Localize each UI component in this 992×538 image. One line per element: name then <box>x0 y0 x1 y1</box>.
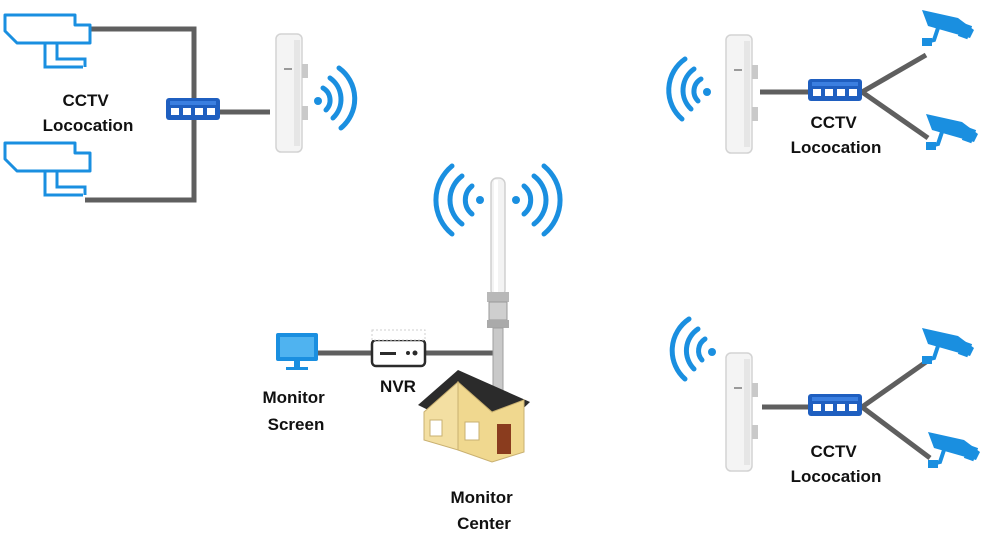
cctv-camera-icon <box>920 8 976 48</box>
network-switch-icon <box>808 79 862 101</box>
monitor-icon <box>276 333 318 370</box>
cctv-location-label: CCTV Lococation <box>791 442 882 486</box>
house-icon <box>418 370 530 463</box>
network-switch-icon <box>808 394 862 416</box>
omni-antenna-icon <box>487 177 509 399</box>
cctv-camera-icon <box>926 430 982 470</box>
cctv-camera-icon <box>924 112 980 152</box>
nvr-label: NVR <box>380 377 416 396</box>
cctv-camera-icon <box>3 13 92 69</box>
cctv-camera-icon <box>3 141 92 197</box>
wireless-bridge-icon <box>275 33 309 153</box>
cctv-location-label: CCTV Lococation <box>43 91 134 135</box>
wireless-bridge-icon <box>725 352 759 472</box>
monitor-center-label: Monitor Center <box>450 488 517 533</box>
cctv-location-label: CCTV Lococation <box>791 113 882 157</box>
wifi-signal-icon <box>433 163 563 237</box>
wifi-signal-icon <box>669 316 716 382</box>
wireless-bridge-icon <box>725 34 759 154</box>
cctv-camera-icon <box>920 326 976 366</box>
monitor-screen-label: Monitor Screen <box>262 388 329 434</box>
wifi-signal-icon <box>314 65 358 131</box>
cables <box>85 26 932 460</box>
nvr-icon <box>370 329 427 368</box>
wifi-signal-icon <box>666 56 711 122</box>
network-switch-icon <box>166 98 220 120</box>
